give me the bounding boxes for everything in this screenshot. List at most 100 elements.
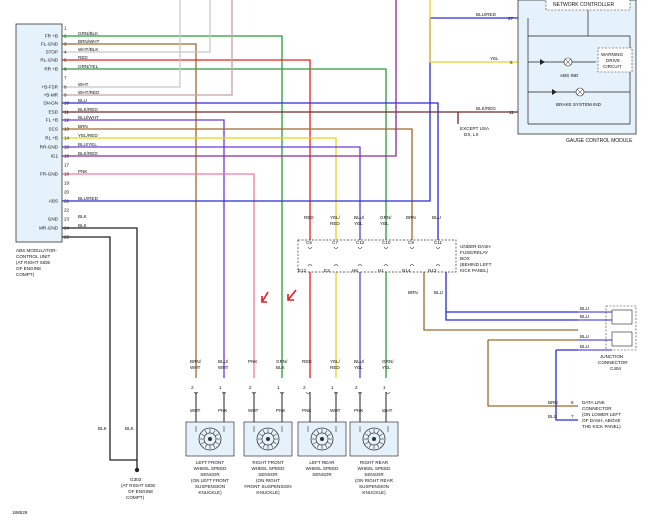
fuse-top-wire-label: BLU/ xyxy=(354,215,365,220)
sensor-bottom-wire-label: WHT xyxy=(248,408,259,413)
wire-blu xyxy=(62,102,439,240)
fuse-top-pin: C12 xyxy=(356,240,365,245)
sensor-pin: 2 xyxy=(303,385,306,390)
fuse-top-wire-label: RED xyxy=(304,215,314,220)
gauge-pin-27: 27 xyxy=(508,16,514,21)
abs-wire-label: BLU xyxy=(78,98,87,103)
abs-pin-name: GND xyxy=(48,217,59,222)
abs-pin-name: MR-GND xyxy=(39,226,59,231)
wire-brn-dlc xyxy=(487,340,578,407)
wire-blu-yel xyxy=(62,146,361,240)
sensor-top-wire-label: GRN/ xyxy=(382,359,394,364)
abs-pin-number: 25 xyxy=(64,235,70,240)
sensor-gear-icon xyxy=(198,427,222,451)
sensor-label: (ON RIGHT REAR xyxy=(355,478,394,483)
gauge-pin-5: 5 xyxy=(510,60,513,65)
wire-blu-dlc xyxy=(555,350,578,421)
sensor-top-wire-label: GRN/ xyxy=(276,359,288,364)
fuse-top-wire-label: GRN/ xyxy=(380,215,392,220)
abs-pin-name: FL-GND xyxy=(41,42,59,47)
abs-pin-number: 2 xyxy=(64,34,67,39)
sensor-label: RIGHT FRONT xyxy=(252,460,283,465)
gauge-title: GAUGE CONTROL MODULE xyxy=(566,138,633,144)
abs-pin-number: 10 xyxy=(64,101,70,106)
wire-red xyxy=(62,59,311,240)
sensor-label: KNUCKLE) xyxy=(362,490,386,495)
svg-text:(ON LOWER LEFT: (ON LOWER LEFT xyxy=(582,412,621,417)
abs-wire-label: GRN/BLK xyxy=(78,31,99,36)
sensor-bottom-wire-label: WHT xyxy=(190,408,201,413)
abs-pin-number: 8 xyxy=(64,85,67,90)
sensor-label: RIGHT REAR xyxy=(360,460,389,465)
sensor-pin: 2 xyxy=(249,385,252,390)
sensor-label: SUSPENSION xyxy=(195,484,225,489)
abs-label-3: (AT RIGHT SIDE xyxy=(16,260,50,265)
wires xyxy=(62,0,578,468)
junction-connector-c404: BLU BLU BLU BLU JUNCTION CONNECTOR C404 xyxy=(578,305,637,371)
sensor-bottom-wire-label: WHT xyxy=(382,408,393,413)
svg-text:DATA LINK: DATA LINK xyxy=(582,400,606,405)
svg-text:OF ENGINE: OF ENGINE xyxy=(128,489,153,494)
abs-label-5: COMPT) xyxy=(16,272,35,277)
abs-pin-name: +B-MR xyxy=(44,93,59,98)
wire-blu-red xyxy=(62,17,518,202)
abs-pin-number: 3 xyxy=(64,42,67,47)
abs-pin-number: 17 xyxy=(64,163,70,168)
sensor-pin: 2 xyxy=(355,385,358,390)
abs-pin-number: 14 xyxy=(64,136,70,141)
sensor-label: WHEEL SPEED xyxy=(305,466,339,471)
sensor-top-wire-label: YEL/ xyxy=(330,359,341,364)
sensor-label: KNUCKLE) xyxy=(198,490,222,495)
svg-text:UNDER-DASH: UNDER-DASH xyxy=(460,244,491,249)
sensor-bottom-wire-label: PNK xyxy=(276,408,286,413)
sensor-label: (ON LEFT FRONT xyxy=(191,478,229,483)
wire-blu-junction xyxy=(445,312,578,321)
abs-wire-label: WHT/BLK xyxy=(78,47,99,52)
fuse-bottom-pin: H1 xyxy=(378,268,384,273)
wire-pnk xyxy=(62,173,255,378)
wire-wht xyxy=(62,0,181,88)
fuse-box-outline xyxy=(297,239,457,273)
sensor-top-wire-label: RED xyxy=(302,359,312,364)
wire-brn xyxy=(62,128,413,240)
fuse-bottom-wire-brn: BRN xyxy=(408,290,418,295)
sensor-gear-icon xyxy=(362,427,386,451)
gauge-wire-yel: YEL xyxy=(490,56,499,61)
abs-pin-number: 22 xyxy=(64,208,70,213)
fuse-bottom-pin: H6 xyxy=(352,268,358,273)
abs-pin-number: 18 xyxy=(64,172,70,177)
fuse-top-wire-label: YEL/ xyxy=(330,215,341,220)
gauge-control-module: NETWORK CONTROLLER ABS IND WARNING DRIVE… xyxy=(476,0,637,144)
sensor-bottom-wire-label: PNK xyxy=(218,408,228,413)
abs-pin-number: 20 xyxy=(64,190,70,195)
svg-text:(AT RIGHT SIDE: (AT RIGHT SIDE xyxy=(121,483,155,488)
sensor-label: WHEEL SPEED xyxy=(251,466,285,471)
abs-wire-label: WHT/RED xyxy=(78,90,100,95)
sensor-bottom-wire-label: PNK xyxy=(302,408,312,413)
ground-wire-1: BLK xyxy=(98,426,108,431)
wire-brn-fuse xyxy=(423,272,578,331)
abs-pin-number: 21 xyxy=(64,199,70,204)
abs-pin-number: 6 xyxy=(64,67,67,72)
svg-text:FUSE/RELAY: FUSE/RELAY xyxy=(460,250,488,255)
abs-pin-name: RR-GND xyxy=(40,145,59,150)
red-annotation-arrows xyxy=(261,289,297,303)
abs-wire-label: BRN xyxy=(78,124,88,129)
svg-text:CONNECTOR: CONNECTOR xyxy=(582,406,612,411)
abs-wire-label: BRN/WHT xyxy=(78,39,100,44)
wire-wht-blk xyxy=(62,0,211,53)
sensor-label: KNUCKLE) xyxy=(256,490,280,495)
arrow-1 xyxy=(261,291,269,303)
sensor-gear-icon xyxy=(256,427,280,451)
svg-text:C404: C404 xyxy=(610,366,621,371)
sensor-label: SUSPENSION xyxy=(359,484,389,489)
fuse-bottom-pin: N13 xyxy=(428,268,437,273)
abs-pin-name: STOP xyxy=(46,50,58,55)
svg-text:OF DASH, ABOVE: OF DASH, ABOVE xyxy=(582,418,621,423)
